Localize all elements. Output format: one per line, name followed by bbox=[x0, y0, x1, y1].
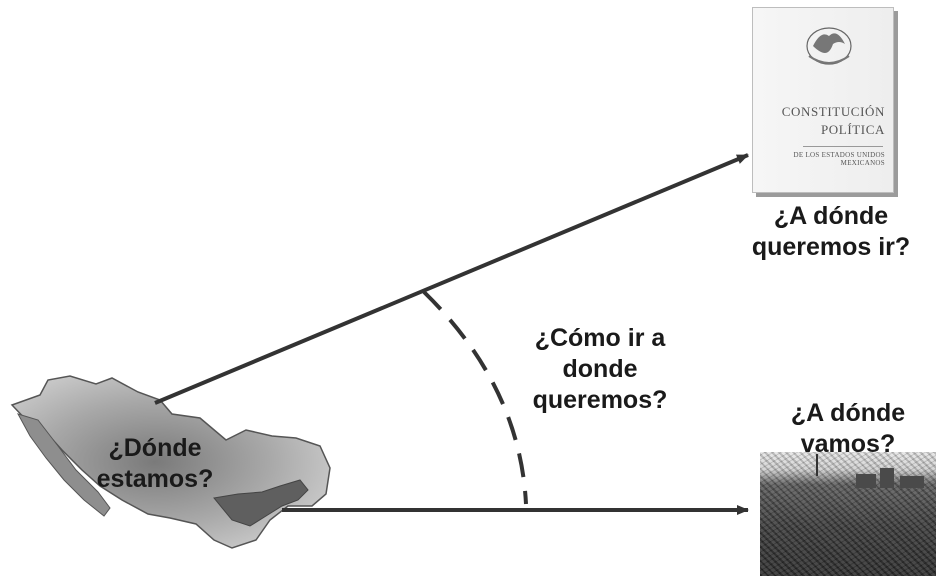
national-seal-icon bbox=[806, 27, 852, 65]
building-silhouette bbox=[880, 468, 894, 488]
constitution-cover: CONSTITUCIÓN POLÍTICA DE LOS ESTADOS UNI… bbox=[752, 7, 894, 193]
crowd-photo bbox=[760, 452, 936, 576]
constitution-divider bbox=[803, 146, 883, 147]
map-baja-peninsula bbox=[16, 413, 111, 517]
constitution-title: CONSTITUCIÓN POLÍTICA bbox=[782, 103, 885, 139]
arrow-to-constitution bbox=[154, 153, 749, 405]
flag-pole bbox=[816, 454, 818, 476]
map-region-dark bbox=[213, 479, 309, 527]
building-silhouette bbox=[856, 474, 876, 488]
mexico-map bbox=[10, 375, 331, 549]
angle-arc bbox=[422, 290, 528, 505]
building-silhouette bbox=[900, 476, 924, 488]
constitution-title-line2: POLÍTICA bbox=[820, 122, 885, 137]
constitution-subtitle: DE LOS ESTADOS UNIDOS MEXICANOS bbox=[793, 151, 885, 167]
constitution-title-line1: CONSTITUCIÓN bbox=[781, 104, 885, 119]
